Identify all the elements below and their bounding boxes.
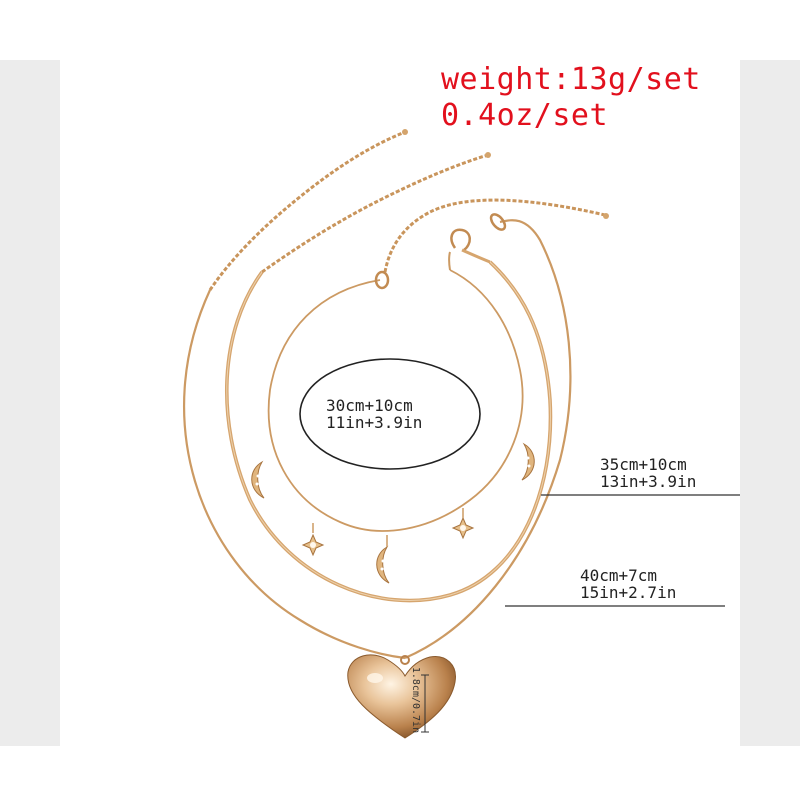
right-gray-margin [740, 60, 800, 746]
star-charm [301, 523, 325, 557]
moon-charm [521, 442, 535, 481]
necklace-40cm [183, 129, 572, 660]
left-gray-margin [0, 60, 60, 746]
weight-ounces: 0.4oz/set [441, 98, 609, 133]
moon-charm [376, 535, 390, 584]
heart-pendant [347, 654, 456, 739]
size-label-35cm: 35cm+10cm 13in+3.9in [600, 456, 696, 490]
length-cm: 35cm+10cm [600, 455, 687, 474]
moon-charm [251, 460, 265, 499]
length-cm: 40cm+7cm [580, 566, 658, 585]
length-in: 11in+3.9in [326, 413, 423, 432]
size-label-30cm: 30cm+10cm 11in+3.9in [326, 397, 422, 431]
length-in: 15in+2.7in [580, 583, 677, 602]
pendant-size-bracket [421, 674, 429, 733]
size-callout-ellipse [299, 358, 481, 470]
weight-grams: weight:13g/set [441, 62, 701, 97]
length-cm: 30cm+10cm [326, 396, 413, 415]
pendant-size-label: 1.8cm/0.7in [410, 666, 421, 734]
size-label-40cm: 40cm+7cm 15in+2.7in [580, 567, 676, 601]
length-in: 13in+3.9in [600, 472, 697, 491]
necklace-30cm [251, 198, 609, 584]
necklace-35cm [224, 152, 553, 603]
star-charm [451, 508, 475, 540]
weight-label: weight:13g/set 0.4oz/set [441, 62, 701, 134]
